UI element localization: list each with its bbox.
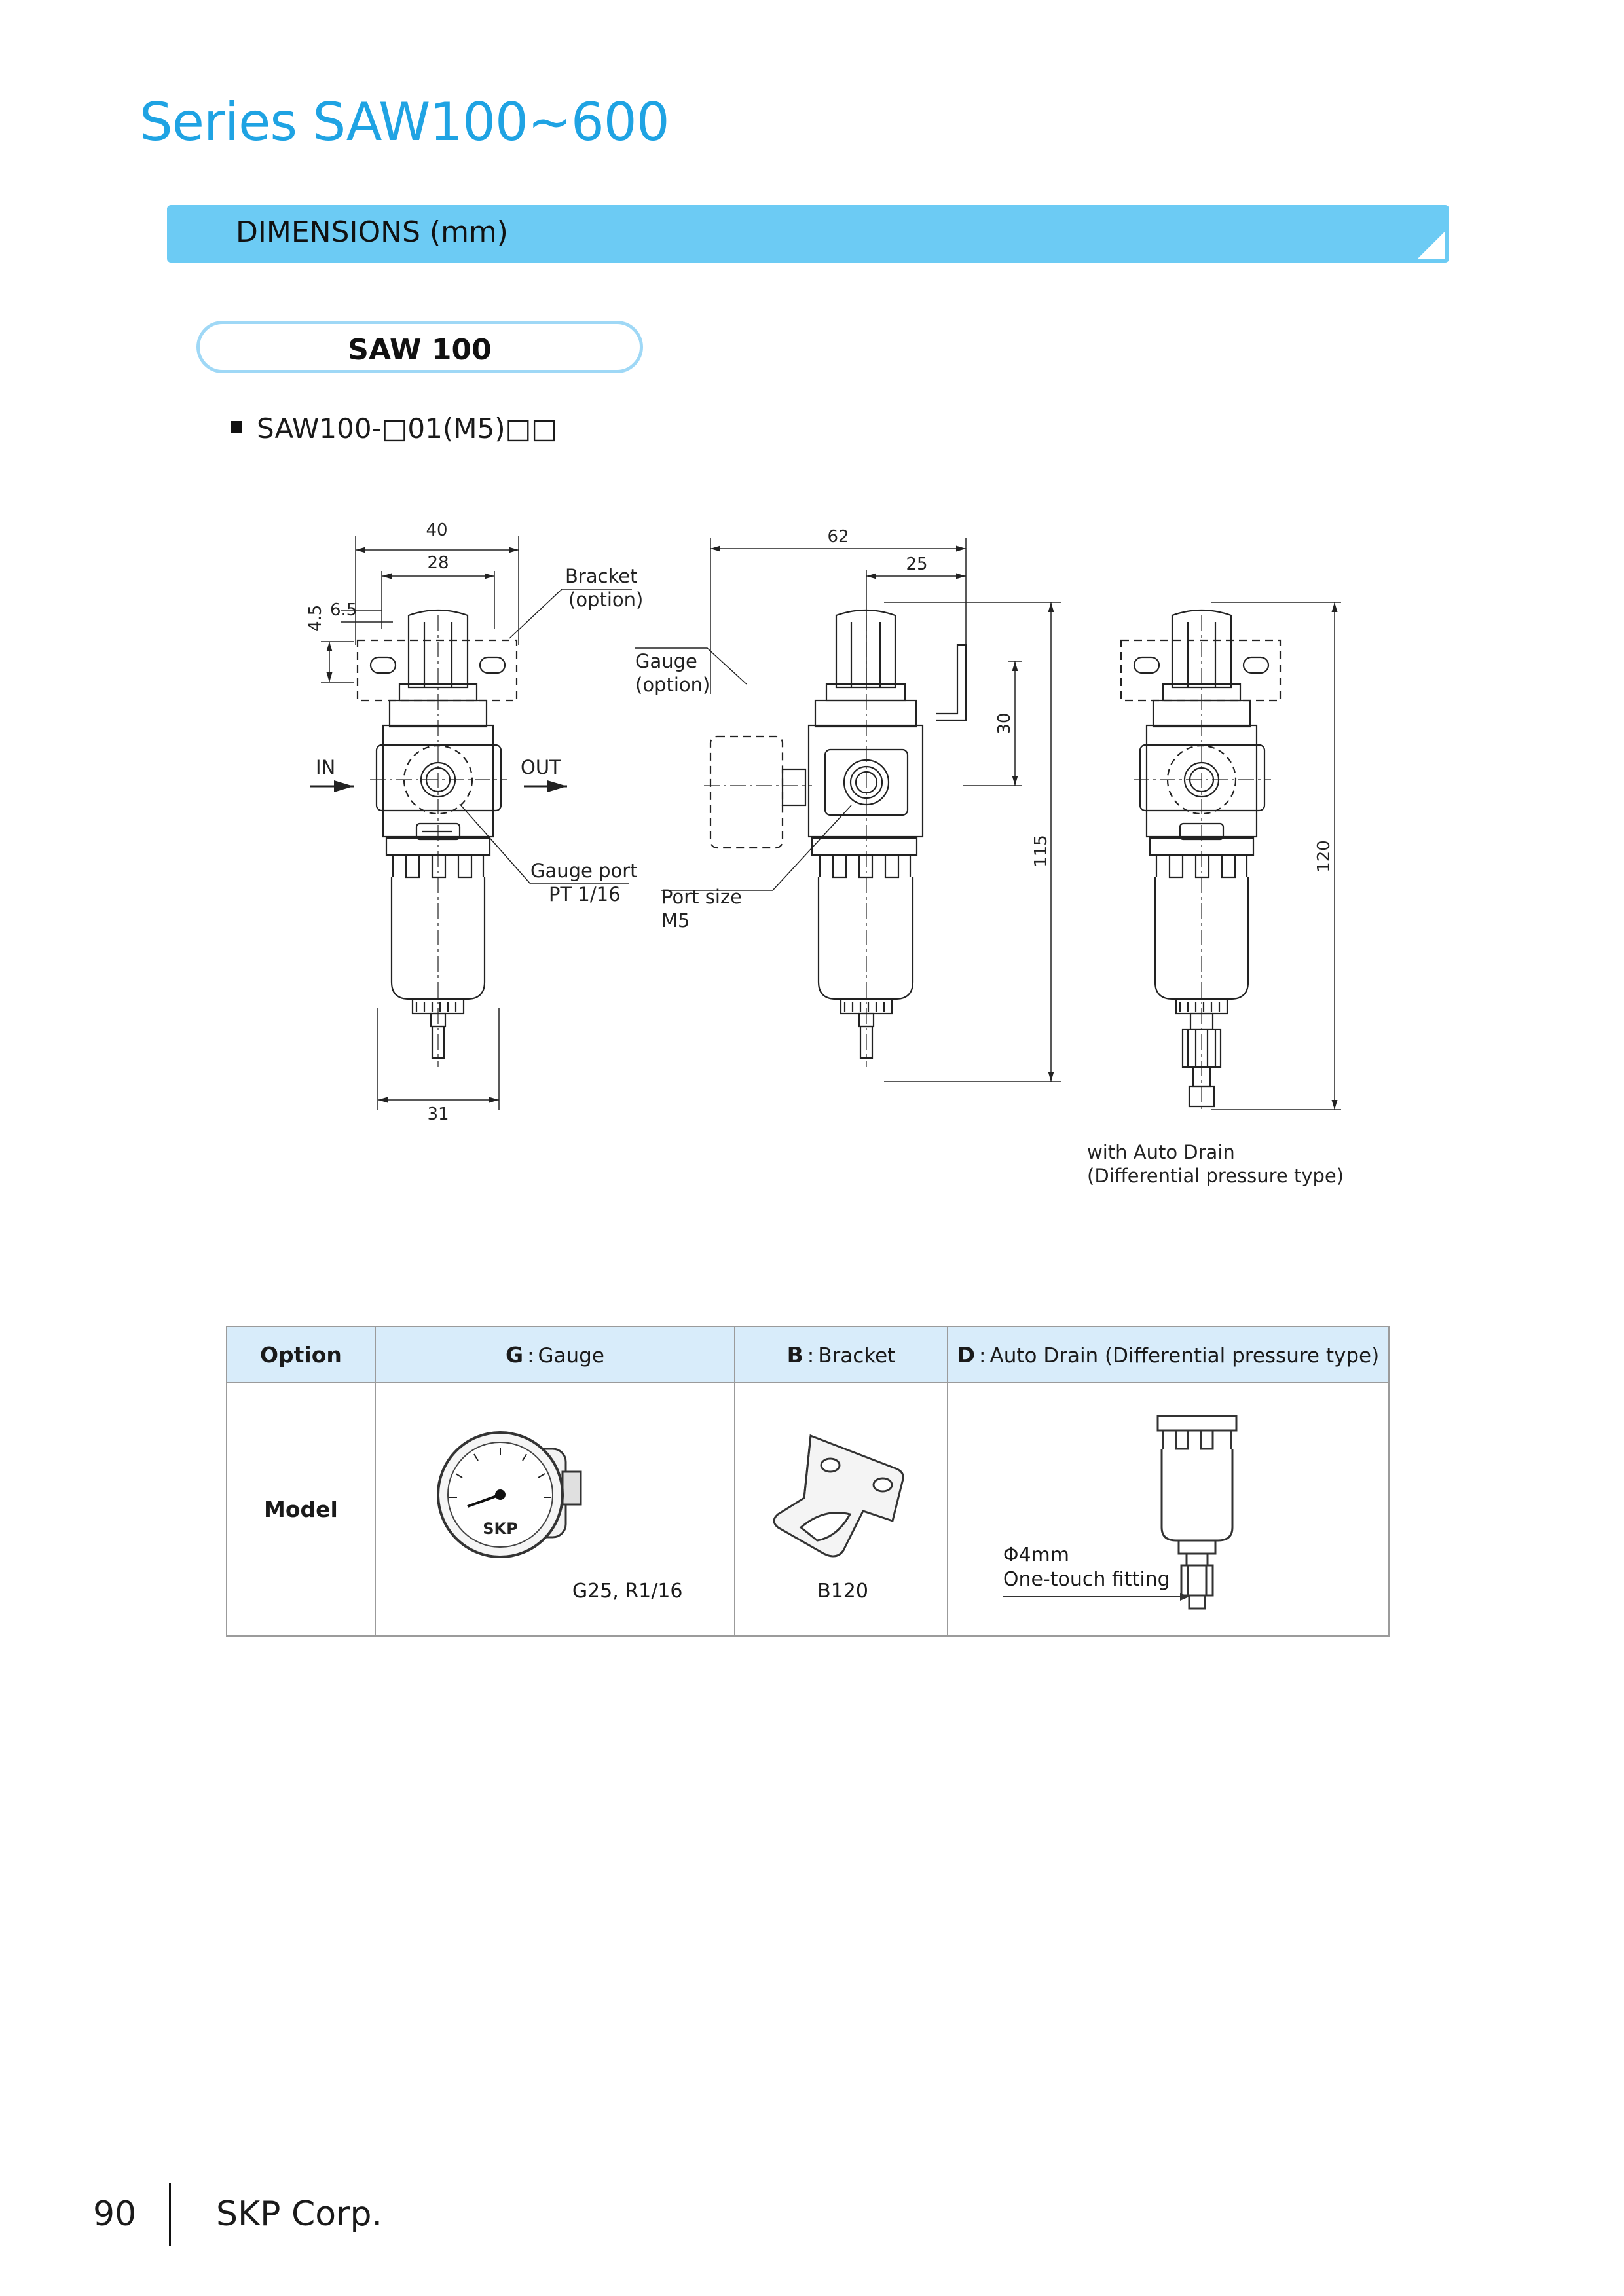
drain-fitting-type: One-touch fitting <box>1003 1568 1170 1591</box>
auto-drain-caption-1: with Auto Drain <box>1087 1141 1235 1163</box>
dim-62: 62 <box>827 527 849 547</box>
dim-120: 120 <box>1314 840 1334 873</box>
gauge-option-label: (option) <box>635 674 710 696</box>
bracket-label: Bracket <box>565 565 638 587</box>
model-pill: SAW 100 <box>196 321 643 373</box>
drain-fitting-size: Φ4mm <box>1003 1544 1069 1567</box>
dim-115: 115 <box>1031 835 1051 867</box>
dim-4-5: 4.5 <box>306 605 325 632</box>
auto-drain-caption-2: (Differential pressure type) <box>1087 1165 1344 1187</box>
fitting-leader-arrow-icon <box>1003 1593 1189 1601</box>
dimension-drawings: 40 28 6.5 4.5 31 62 25 30 115 120 Bracke… <box>306 520 1344 1187</box>
company-name: SKP Corp. <box>216 2195 383 2234</box>
header-gauge: G:Gauge <box>374 1326 736 1383</box>
bracket-image <box>773 1434 904 1558</box>
header-auto-drain: D:Auto Drain (Differential pressure type… <box>946 1326 1390 1383</box>
page-number: 90 <box>93 2195 137 2234</box>
auto-drain-cell: Φ4mm One-touch fitting <box>946 1382 1390 1637</box>
auto-drain-image <box>1156 1415 1238 1610</box>
auto-drain-view <box>1120 602 1341 1113</box>
dim-31: 31 <box>427 1104 449 1124</box>
row-label-model: Model <box>226 1382 376 1637</box>
out-label: OUT <box>521 756 561 778</box>
table-row: Model <box>226 1382 1390 1637</box>
option-table: Option G:Gauge B:Bracket D:Auto Drain (D… <box>226 1326 1390 1637</box>
model-title: SAW 100 <box>348 333 492 367</box>
gauge-face-brand: SKP <box>483 1520 517 1538</box>
table-header-row: Option G:Gauge B:Bracket D:Auto Drain (D… <box>226 1326 1390 1383</box>
bullet-square-icon <box>231 421 242 433</box>
header-option: Option <box>226 1326 376 1383</box>
bracket-cell: B120 <box>734 1382 948 1637</box>
bracket-model: B120 <box>817 1580 868 1603</box>
dim-28: 28 <box>427 553 449 573</box>
gauge-port-label: Gauge port <box>530 860 638 882</box>
side-view <box>635 538 1061 1082</box>
gauge-label: Gauge <box>635 650 697 672</box>
header-bracket: B:Bracket <box>734 1326 948 1383</box>
variant-code: SAW100-□01(M5)□□ <box>257 412 557 445</box>
front-view <box>310 536 632 1110</box>
series-title: Series SAW100~600 <box>139 92 670 153</box>
dim-30: 30 <box>995 712 1014 734</box>
in-label: IN <box>316 756 335 778</box>
variant-heading: SAW100-□01(M5)□□ <box>231 412 557 445</box>
bracket-option-label: (option) <box>568 589 643 611</box>
gauge-port-size: PT 1/16 <box>549 883 621 905</box>
corner-mark-icon <box>1418 231 1445 259</box>
section-label: DIMENSIONS (mm) <box>236 215 508 249</box>
footer-divider <box>169 2183 171 2246</box>
port-size-label: Port size <box>661 886 742 908</box>
gauge-model: G25, R1/16 <box>572 1580 683 1603</box>
gauge-image: SKP <box>436 1431 582 1558</box>
port-size-value: M5 <box>661 909 690 932</box>
dim-40: 40 <box>426 520 447 540</box>
gauge-cell: SKP G25, R1/16 <box>374 1382 736 1637</box>
section-bar: DIMENSIONS (mm) <box>167 205 1449 263</box>
dim-25: 25 <box>906 555 927 574</box>
dim-6-5: 6.5 <box>330 600 357 620</box>
